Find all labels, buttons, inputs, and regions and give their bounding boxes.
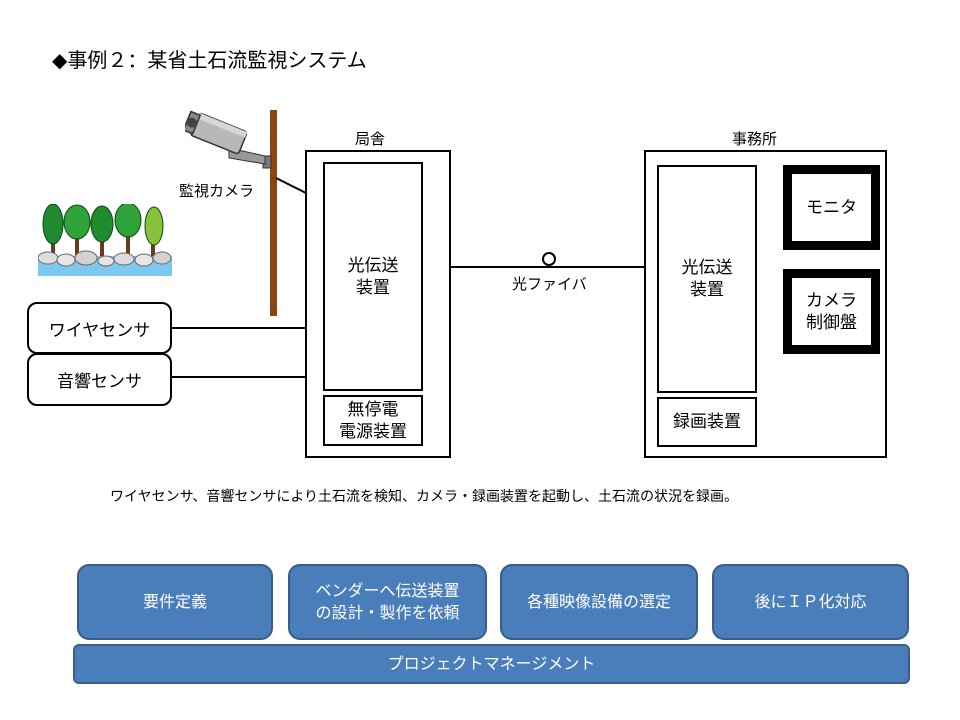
camera-control-panel: カメラ 制御盤 <box>783 269 880 354</box>
step-ip-line1: 後にＩＰ化対応 <box>754 592 867 611</box>
recorder-label: 録画装置 <box>673 412 741 432</box>
monitor-device: モニタ <box>783 165 880 250</box>
right-optical-line2: 装置 <box>690 280 724 300</box>
step-equipment-selection: 各種映像設備の選定 <box>500 564 698 640</box>
step-requirements: 要件定義 <box>77 564 273 640</box>
camera-control-line1: カメラ <box>806 290 857 311</box>
project-management-bar: プロジェクトマネージメント <box>73 644 910 684</box>
surveillance-camera-icon <box>185 110 272 169</box>
ups-line1: 無停電 <box>347 399 399 420</box>
monitor-label: モニタ <box>806 197 857 218</box>
project-management-label: プロジェクトマネージメント <box>387 654 596 673</box>
step-equipment-line1: 各種映像設備の選定 <box>526 592 671 611</box>
step-vendor-line1: ベンダーへ伝送装置 <box>315 581 460 600</box>
recorder-device: 録画装置 <box>657 397 757 447</box>
step-requirements-line1: 要件定義 <box>142 592 207 611</box>
wire-sensor-label: ワイヤセンサ <box>48 320 151 341</box>
step-vendor-request: ベンダーへ伝送装置 の設計・製作を依頼 <box>288 564 487 640</box>
acoustic-sensor-label: 音響センサ <box>57 372 142 392</box>
kyokusha-label: 局舎 <box>355 130 386 148</box>
ups-line2: 電源装置 <box>339 421 407 442</box>
step-ip-migration: 後にＩＰ化対応 <box>712 564 909 640</box>
step-vendor-line2: の設計・製作を依頼 <box>315 603 460 622</box>
ups-device: 無停電 電源装置 <box>323 395 423 446</box>
page-title: ◆事例２：某省土石流監視システム <box>52 48 367 72</box>
left-optical-line1: 光伝送 <box>347 255 399 276</box>
description-note: ワイヤセンサ、音響センサにより土石流を検知、カメラ・録画装置を起動し、土石流の状… <box>110 489 739 505</box>
camera-pole <box>270 110 277 316</box>
fiber-label: 光ファイバ <box>512 275 587 293</box>
jimusho-label: 事務所 <box>732 130 778 148</box>
left-optical-transmitter: 光伝送 装置 <box>323 162 423 391</box>
debris-flow-site-icon <box>38 204 172 276</box>
wire-sensor-box: ワイヤセンサ <box>27 302 172 354</box>
camera-label: 監視カメラ <box>179 182 255 200</box>
right-optical-transmitter: 光伝送 装置 <box>657 165 757 393</box>
right-optical-line1: 光伝送 <box>681 258 733 278</box>
left-optical-line2: 装置 <box>356 277 390 298</box>
camera-control-line2: 制御盤 <box>806 312 857 333</box>
acoustic-sensor-box: 音響センサ <box>27 353 172 406</box>
fiber-connector-icon <box>542 252 556 266</box>
